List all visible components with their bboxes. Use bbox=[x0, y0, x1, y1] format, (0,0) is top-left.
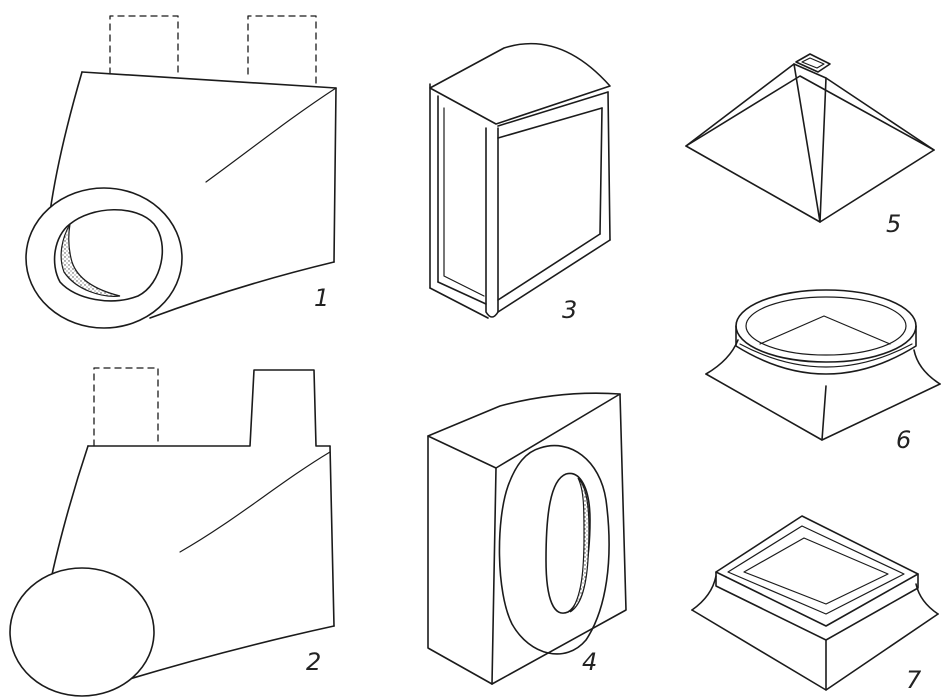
collar-opening bbox=[743, 537, 889, 605]
front-edge bbox=[491, 467, 497, 685]
collar-side bbox=[715, 571, 919, 641]
collar-side bbox=[735, 325, 917, 375]
left-face bbox=[427, 435, 493, 685]
flare-left bbox=[691, 575, 717, 611]
front-ridge bbox=[819, 77, 827, 223]
inner-pyramid-edges bbox=[759, 315, 891, 345]
opening-lining bbox=[569, 477, 590, 613]
dashed-outlet-right bbox=[247, 15, 317, 85]
figure-label-6: 6 bbox=[896, 426, 911, 454]
collar-bead bbox=[739, 343, 913, 368]
round-inlet bbox=[9, 567, 155, 697]
top-opening-inner bbox=[801, 57, 825, 69]
flare-left bbox=[705, 339, 739, 375]
corner-post bbox=[485, 127, 499, 318]
dashed-outlet-left bbox=[109, 15, 179, 75]
right-edge bbox=[333, 87, 337, 263]
top-edge bbox=[81, 71, 337, 89]
panel-left-edge bbox=[443, 107, 485, 297]
flare-right bbox=[913, 349, 941, 385]
figure-label-4: 4 bbox=[582, 648, 597, 676]
left-edge bbox=[49, 71, 83, 213]
dashed-outlet bbox=[93, 367, 159, 447]
frame-bottom-left-inner bbox=[437, 281, 487, 305]
figure-label-5: 5 bbox=[886, 210, 901, 238]
top-profile-with-outlet bbox=[87, 369, 331, 447]
front-ridge bbox=[821, 385, 827, 441]
oval-opening bbox=[545, 472, 591, 614]
bottom-edge bbox=[149, 261, 335, 319]
figure-label-3: 3 bbox=[562, 296, 577, 324]
frame-bottom-right-inner bbox=[497, 233, 601, 301]
collar-top-outer bbox=[735, 289, 917, 363]
figure-6-round-collar-transition: 6 bbox=[705, 289, 941, 454]
flare-right bbox=[915, 583, 939, 615]
square-collar-inner bbox=[727, 525, 905, 615]
oval-collar bbox=[498, 444, 610, 655]
right-edge bbox=[329, 445, 335, 627]
figure-4-oval-inlet-box: 4 bbox=[427, 392, 627, 685]
base-edges bbox=[691, 609, 939, 691]
frame-bottom-right-outer bbox=[497, 239, 611, 313]
top-opening-outer bbox=[795, 53, 831, 73]
fold-crease bbox=[205, 87, 337, 183]
right-face bbox=[491, 393, 627, 685]
frame-top-right bbox=[497, 91, 609, 127]
figure-3-framed-box: 3 bbox=[429, 42, 611, 324]
frame-right-inner bbox=[599, 107, 603, 235]
collar-top-inner bbox=[745, 296, 907, 356]
right-face-edge bbox=[793, 63, 935, 151]
base-outline bbox=[685, 75, 935, 223]
figure-7-square-collar-transition: 7 bbox=[691, 515, 939, 694]
figure-label-7: 7 bbox=[906, 666, 922, 694]
figure-5-pyramid-hood: 5 bbox=[685, 53, 935, 238]
inlet-lining bbox=[60, 223, 121, 297]
frame-right-outer bbox=[607, 91, 611, 241]
frame-top-right-inner bbox=[497, 107, 603, 139]
fold-crease bbox=[179, 451, 331, 553]
top-face bbox=[429, 42, 611, 125]
figure-2-plenum-box: 2 bbox=[9, 367, 335, 697]
left-faces bbox=[685, 63, 821, 223]
frame-bottom-left-outer bbox=[429, 287, 489, 319]
top-face bbox=[427, 392, 621, 469]
figure-label-2: 2 bbox=[306, 648, 321, 676]
figure-label-1: 1 bbox=[314, 284, 329, 312]
figure-1-plenum-box: 1 bbox=[25, 15, 337, 329]
